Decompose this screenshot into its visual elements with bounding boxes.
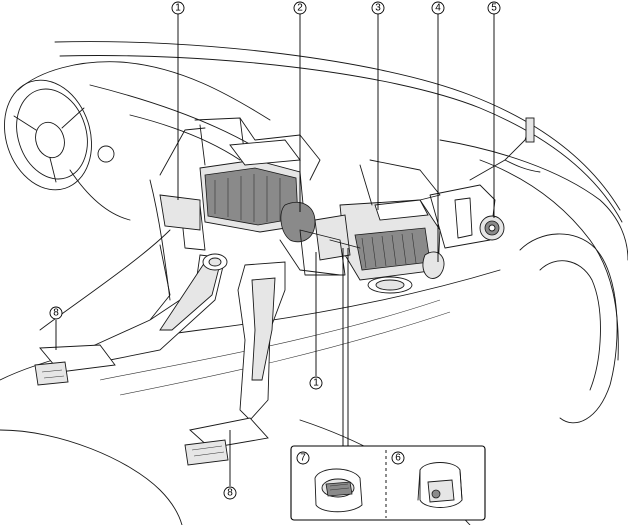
callout-6-label: 6 (395, 453, 401, 464)
ac-compressor (429, 117, 541, 249)
callout-8-bottom-label: 8 (227, 488, 233, 499)
callout-1-top-label: 1 (175, 3, 181, 14)
blower-unit (339, 159, 445, 294)
heater-unit (159, 117, 321, 251)
steering-wheel (4, 79, 131, 221)
callout-3-label: 3 (375, 3, 381, 14)
evaporator-duct (279, 201, 361, 276)
callout-4: 4 (431, 1, 445, 15)
floor-duct-center (184, 261, 286, 466)
ignition-knob (97, 145, 115, 163)
leader-lines (55, 14, 495, 486)
callout-8-bottom: 8 (223, 486, 237, 500)
callout-6: 6 (391, 451, 405, 465)
callout-4-label: 4 (435, 3, 441, 14)
callout-3: 3 (371, 1, 385, 15)
callout-7-label: 7 (300, 453, 306, 464)
callout-1-bottom-label: 1 (313, 378, 319, 389)
callout-2: 2 (293, 1, 307, 15)
floor-duct-left (34, 253, 228, 386)
callout-8-left-label: 8 (53, 308, 59, 319)
callout-5-label: 5 (491, 3, 497, 14)
callout-8-left: 8 (49, 306, 63, 320)
callout-1-top: 1 (171, 1, 185, 15)
detail-inset (290, 445, 486, 521)
callout-2-label: 2 (297, 3, 303, 14)
callout-7: 7 (296, 451, 310, 465)
dashboard-panel (89, 84, 261, 321)
callout-1-bottom: 1 (309, 376, 323, 390)
detail-blower-motor (314, 468, 363, 513)
detail-resistor-unit (417, 462, 463, 508)
callout-5: 5 (487, 1, 501, 15)
